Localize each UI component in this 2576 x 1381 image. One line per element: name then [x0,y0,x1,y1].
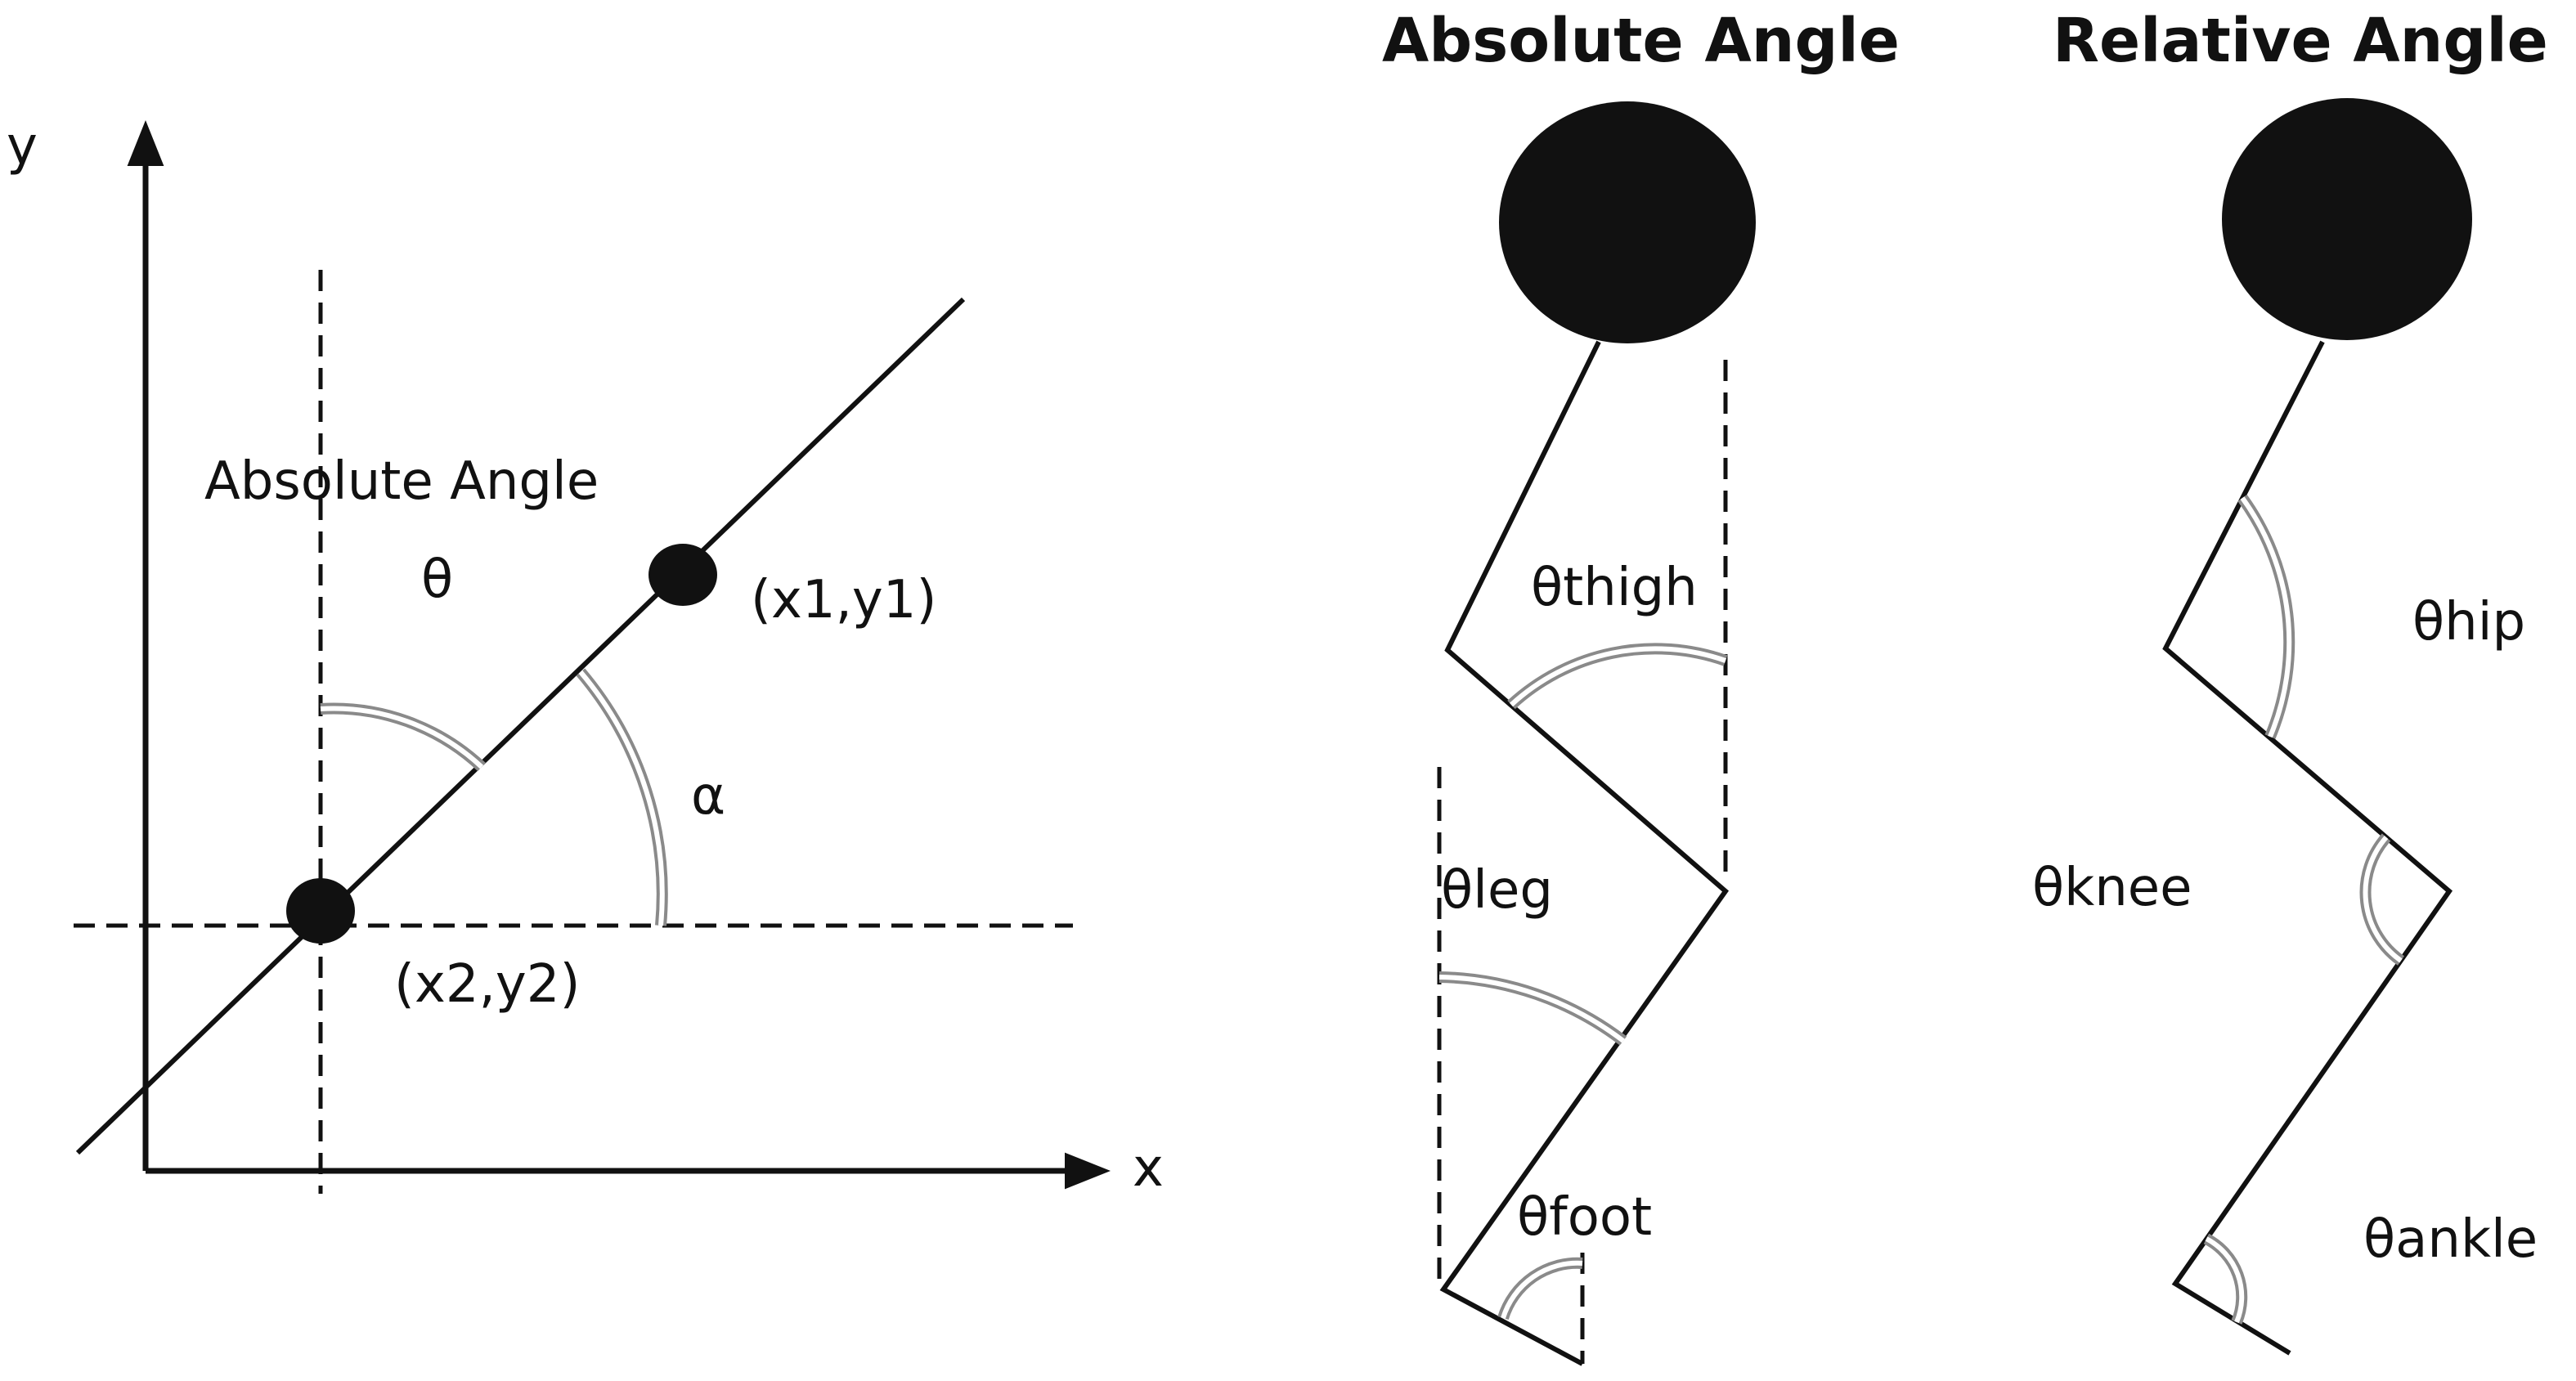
ankle-angle-arc-inner [2205,1236,2245,1324]
relative-angle-panel: Relative Angle θhip θknee θankle [2032,6,2548,1356]
point-x1-y1-label: (x1,y1) [751,570,936,630]
alpha-arc-inner [578,670,665,926]
alpha-label: α [691,766,725,827]
theta-arc-inner [320,706,484,769]
hip-angle-arc-inner [2240,496,2292,738]
theta-thigh-label: θthigh [1531,558,1698,618]
head-icon [1499,101,1756,343]
foot-angle-arc-inner [1501,1260,1583,1319]
segment-line [75,297,966,1155]
point-x2-y2-label: (x2,y2) [394,954,580,1015]
point-x2-y2-marker [286,878,355,944]
knee-angle-arc-inner [2363,836,2403,963]
y-axis-label: y [7,116,38,177]
theta-ankle-label: θankle [2363,1209,2538,1270]
absolute-angle-title: Absolute Angle [1382,6,1900,76]
x-axis-label: x [1133,1138,1164,1199]
coordinate-diagram: y x Absolute Angle θ α (x1,y1) (x2,y2) [7,116,1164,1199]
thigh-angle-arc [1507,643,1728,710]
point-x1-y1-marker [648,544,717,606]
theta-hip-label: θhip [2412,592,2525,652]
limb-chain [1439,340,1730,1366]
limb-chain [2162,340,2453,1356]
head-icon [2222,98,2472,340]
leg-angle-arc-inner [1438,975,1625,1043]
theta-knee-label: θknee [2032,858,2192,918]
theta-leg-label: θleg [1441,860,1553,921]
theta-foot-label: θfoot [1517,1187,1652,1248]
thigh-angle-arc-inner [1509,646,1726,707]
leg-angle-arc [1438,971,1627,1046]
theta-label: θ [421,549,453,610]
absolute-angle-panel: Absolute Angle θthigh θleg θfoot [1382,6,1900,1366]
absolute-angle-annotation: Absolute Angle [204,451,599,512]
relative-angle-title: Relative Angle [2053,6,2548,76]
